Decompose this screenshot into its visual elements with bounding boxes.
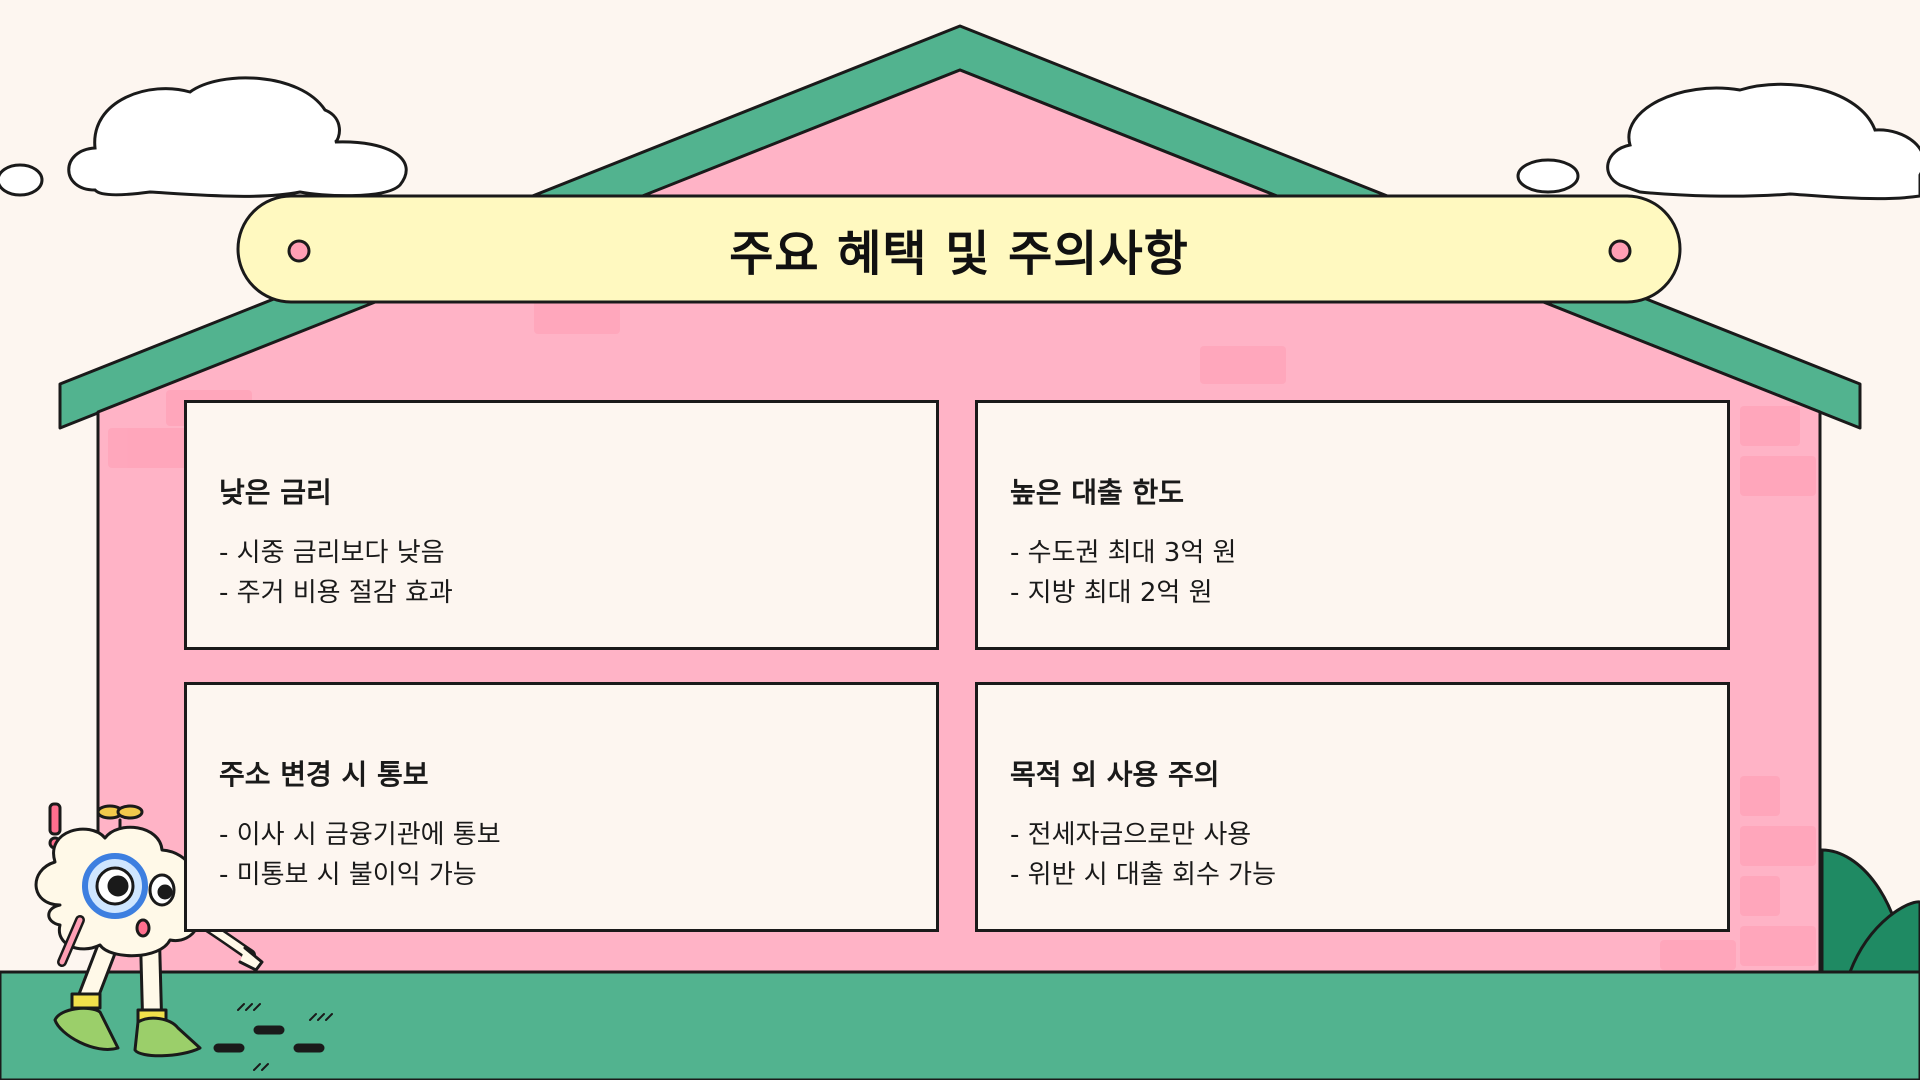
card-line: - 미통보 시 불이익 가능: [219, 860, 477, 890]
bush-right: [1820, 848, 1920, 974]
card-line: - 이사 시 금융기관에 통보: [219, 820, 501, 850]
cloud-left: [0, 76, 408, 198]
card-line: - 시중 금리보다 낮음: [219, 538, 445, 568]
card-title: 주소 변경 시 통보: [219, 758, 429, 791]
page-title: 주요 혜택 및 주의사항: [729, 226, 1189, 282]
card-title: 목적 외 사용 주의: [1010, 758, 1220, 791]
card-line: - 지방 최대 2억 원: [1010, 578, 1213, 608]
title-banner: [236, 194, 1682, 304]
cloud-detective-character: [34, 802, 333, 1071]
card-line: - 위반 시 대출 회수 가능: [1010, 860, 1276, 890]
card-line: - 주거 비용 절감 효과: [219, 578, 453, 608]
card-line: - 수도권 최대 3억 원: [1010, 538, 1237, 568]
caution-card-misuse: 목적 외 사용 주의 - 전세자금으로만 사용 - 위반 시 대출 회수 가능: [975, 682, 1730, 932]
benefit-card-high-limit: 높은 대출 한도 - 수도권 최대 3억 원 - 지방 최대 2억 원: [975, 400, 1730, 650]
card-title: 낮은 금리: [219, 476, 332, 509]
card-title: 높은 대출 한도: [1010, 476, 1185, 509]
cloud-right: [1516, 82, 1920, 201]
ground: [0, 970, 1920, 1080]
caution-card-address-change: 주소 변경 시 통보 - 이사 시 금융기관에 통보 - 미통보 시 불이익 가…: [184, 682, 939, 932]
card-line: - 전세자금으로만 사용: [1010, 820, 1252, 850]
benefit-card-low-interest: 낮은 금리 - 시중 금리보다 낮음 - 주거 비용 절감 효과: [184, 400, 939, 650]
